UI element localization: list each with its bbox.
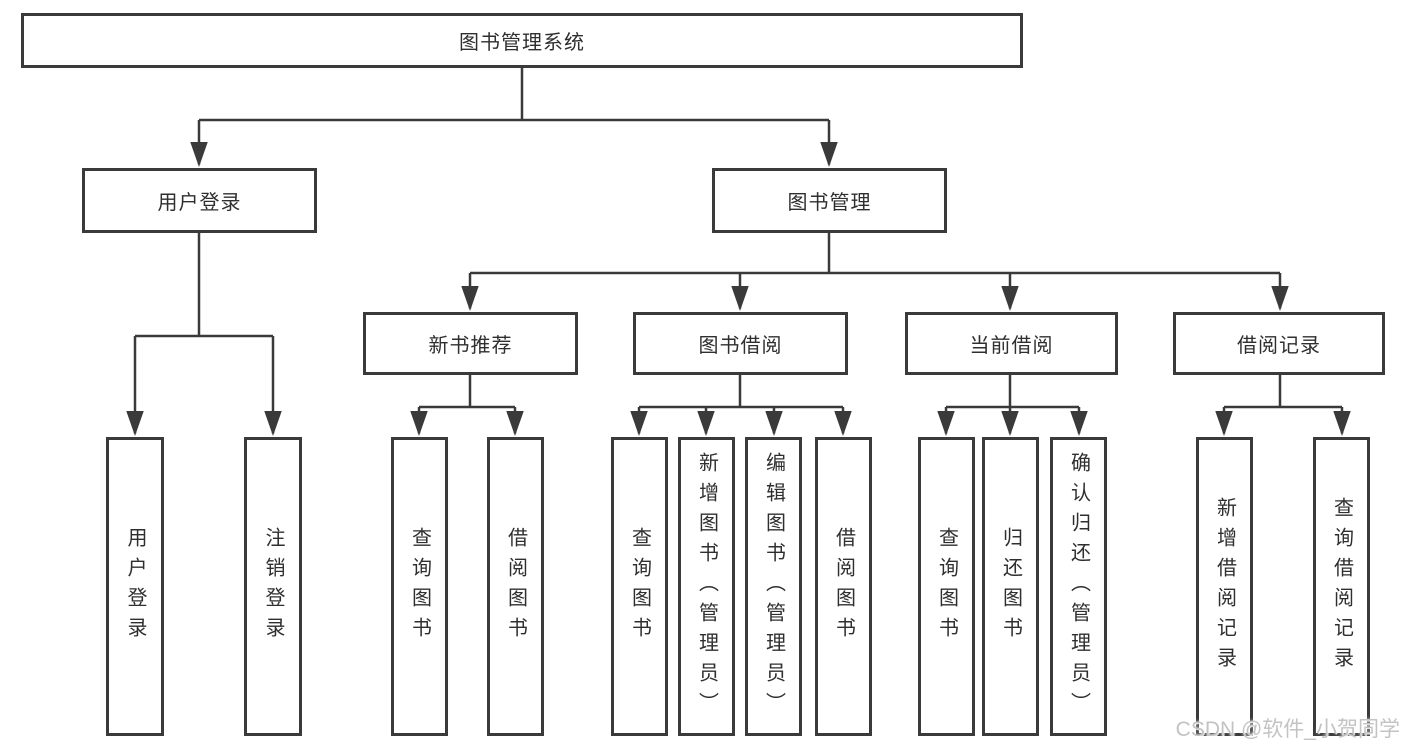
connector-bb-split xyxy=(639,375,843,409)
connector-cb-split xyxy=(946,375,1079,409)
connector-nbr-split xyxy=(419,375,515,409)
node-new-book-recommend: 新书推荐 xyxy=(363,312,578,375)
node-user-login-label: 用户登录 xyxy=(157,192,242,214)
node-current-borrow-label: 当前借阅 xyxy=(969,335,1054,357)
leaf-cb-return-books-label: 归还图书 xyxy=(999,526,1022,647)
leaf-nbr-query-books-label: 查询图书 xyxy=(408,526,431,647)
node-new-book-recommend-label: 新书推荐 xyxy=(428,335,513,357)
node-root-label: 图书管理系统 xyxy=(459,32,585,54)
connector-book-mgmt-split xyxy=(470,233,1280,275)
connector-br-split xyxy=(1224,375,1342,409)
node-root: 图书管理系统 xyxy=(21,13,1023,68)
node-borrow-records: 借阅记录 xyxy=(1173,312,1385,375)
connector-root-split xyxy=(199,68,829,122)
node-borrow-records-label: 借阅记录 xyxy=(1237,335,1321,357)
leaf-bb-add-books-admin-label: 新增图书（管理员） xyxy=(695,451,718,722)
leaf-bb-add-books-admin: 新增图书（管理员） xyxy=(678,437,735,736)
leaf-user-login-label: 用户登录 xyxy=(124,526,146,647)
leaf-bb-edit-books-admin: 编辑图书（管理员） xyxy=(745,437,802,736)
leaf-cb-query-books: 查询图书 xyxy=(918,437,975,736)
leaf-br-add-record-label: 新增借阅记录 xyxy=(1213,496,1236,677)
connector-user-login-split xyxy=(135,233,273,338)
leaf-nbr-borrow-books-label: 借阅图书 xyxy=(504,526,527,647)
node-book-borrow-label: 图书借阅 xyxy=(698,335,783,357)
leaf-bb-borrow-books: 借阅图书 xyxy=(815,437,872,736)
node-user-login: 用户登录 xyxy=(82,168,317,233)
leaf-logout-label: 注销登录 xyxy=(262,526,284,647)
node-book-management: 图书管理 xyxy=(712,168,947,233)
leaf-bb-borrow-books-label: 借阅图书 xyxy=(832,526,855,647)
leaf-nbr-borrow-books: 借阅图书 xyxy=(487,437,544,736)
leaf-user-login: 用户登录 xyxy=(106,437,164,736)
leaf-logout: 注销登录 xyxy=(244,437,302,736)
node-current-borrow: 当前借阅 xyxy=(905,312,1118,375)
node-book-management-label: 图书管理 xyxy=(787,192,872,214)
leaf-cb-query-books-label: 查询图书 xyxy=(935,526,958,647)
leaf-br-query-record-label: 查询借阅记录 xyxy=(1330,496,1353,677)
leaf-cb-confirm-return-admin: 确认归还（管理员） xyxy=(1050,437,1107,736)
leaf-cb-confirm-return-admin-label: 确认归还（管理员） xyxy=(1067,451,1090,722)
leaf-bb-query-books: 查询图书 xyxy=(611,437,668,736)
leaf-bb-query-books-label: 查询图书 xyxy=(628,526,651,647)
leaf-br-add-record: 新增借阅记录 xyxy=(1196,437,1253,736)
leaf-nbr-query-books: 查询图书 xyxy=(391,437,448,736)
leaf-cb-return-books: 归还图书 xyxy=(982,437,1039,736)
leaf-br-query-record: 查询借阅记录 xyxy=(1313,437,1370,736)
leaf-bb-edit-books-admin-label: 编辑图书（管理员） xyxy=(762,451,785,722)
csdn-watermark: CSDN @软件_小贺同学 xyxy=(1175,718,1400,741)
node-book-borrow: 图书借阅 xyxy=(633,312,848,375)
